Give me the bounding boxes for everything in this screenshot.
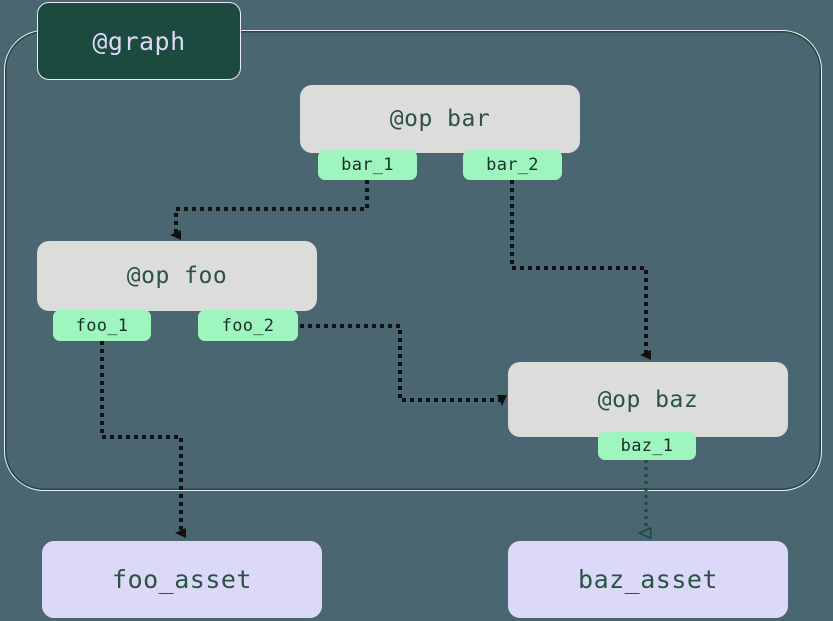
graph-header[interactable]: @graph	[37, 2, 241, 80]
op-node-baz[interactable]: @op baz	[508, 362, 788, 437]
op-node-label: @op bar	[389, 106, 491, 132]
port-label: foo_1	[75, 315, 129, 336]
op-node-label: @op baz	[597, 386, 699, 413]
port-foo_2[interactable]: foo_2	[198, 310, 298, 341]
port-label: bar_2	[486, 155, 539, 175]
port-label: foo_2	[221, 315, 275, 336]
op-node-bar[interactable]: @op bar	[300, 85, 580, 153]
port-label: bar_1	[341, 155, 394, 175]
op-node-foo[interactable]: @op foo	[37, 241, 317, 311]
port-bar_1[interactable]: bar_1	[318, 150, 417, 180]
port-label: baz_1	[620, 436, 674, 456]
port-baz_1[interactable]: baz_1	[598, 432, 696, 460]
asset-node-label: foo_asset	[112, 565, 252, 594]
asset-node-baz_asset[interactable]: baz_asset	[508, 541, 788, 618]
asset-node-label: baz_asset	[578, 565, 718, 594]
port-foo_1[interactable]: foo_1	[53, 310, 151, 341]
port-bar_2[interactable]: bar_2	[463, 150, 562, 180]
op-node-label: @op foo	[126, 263, 228, 289]
graph-title: @graph	[92, 26, 186, 56]
asset-node-foo_asset[interactable]: foo_asset	[42, 541, 322, 618]
graph-container[interactable]	[4, 30, 822, 491]
